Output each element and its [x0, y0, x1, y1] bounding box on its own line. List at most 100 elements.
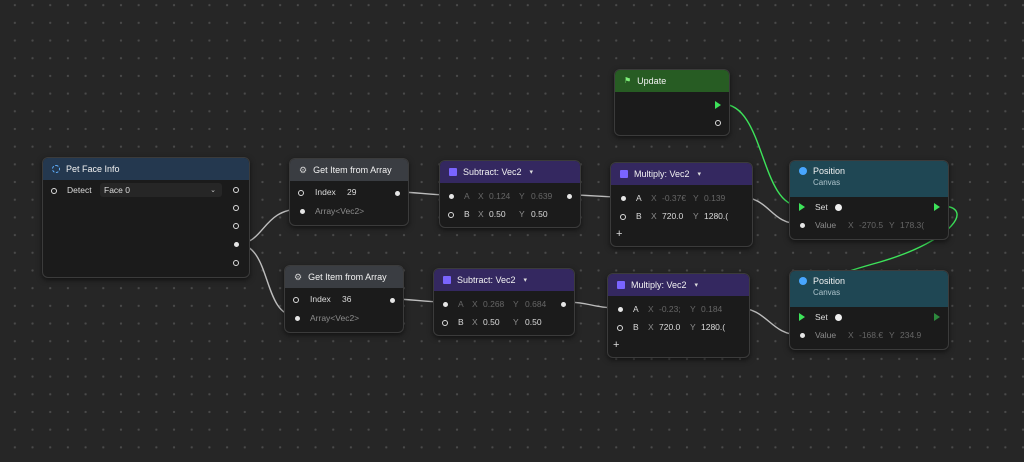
b-y-label: Y	[693, 211, 699, 221]
array-input-pin[interactable]	[300, 209, 305, 214]
b-y-value[interactable]: 0.50	[525, 317, 542, 327]
y-label: Y	[889, 220, 895, 230]
value-input-pin[interactable]	[800, 333, 805, 338]
b-y-value[interactable]: 0.50	[531, 209, 548, 219]
update-header[interactable]: ⚑ Update	[615, 70, 729, 92]
subtract-node-2[interactable]: Subtract: Vec2 ▾ A X 0.268 Y 0.684 B X 0…	[433, 268, 575, 336]
subtract-node-1[interactable]: Subtract: Vec2 ▾ A X 0.124 Y 0.639 B X 0…	[439, 160, 581, 228]
b-label: B	[458, 317, 464, 327]
a-input-pin[interactable]	[621, 196, 626, 201]
node-title: Update	[637, 76, 667, 86]
a-y-value[interactable]: 0.139	[704, 193, 726, 203]
b-x-value[interactable]: 0.50	[489, 209, 506, 219]
b-y-value[interactable]: 1280.(	[704, 211, 729, 221]
y-value[interactable]: 234.9	[900, 330, 922, 340]
b-x-value[interactable]: 0.50	[483, 317, 500, 327]
b-input-pin[interactable]	[617, 325, 623, 331]
wire-update-to-pos1	[721, 103, 801, 207]
b-input-pin[interactable]	[620, 214, 626, 220]
get-item-header[interactable]: ⚙ Get Item from Array	[290, 159, 408, 181]
subtract-header[interactable]: Subtract: Vec2 ▾	[440, 161, 580, 183]
position-node-1[interactable]: Position Canvas Set Value X -270.5 Y 178…	[789, 160, 949, 240]
index-value[interactable]: 29	[347, 187, 357, 197]
position-icon	[799, 167, 807, 175]
output-pin-4[interactable]	[234, 242, 239, 247]
item-output-pin[interactable]	[395, 191, 400, 196]
update-node[interactable]: ⚑ Update	[614, 69, 730, 136]
array-input-pin[interactable]	[295, 316, 300, 321]
result-output-pin[interactable]	[567, 194, 572, 199]
chevron-down-icon: ▾	[523, 277, 528, 284]
add-input-button[interactable]: +	[616, 228, 623, 240]
node-title: Position	[813, 166, 846, 176]
node-title: Get Item from Array	[308, 272, 387, 282]
position-header[interactable]: Position Canvas	[790, 271, 948, 307]
chevron-down-icon: ▾	[529, 169, 534, 176]
b-x-label: X	[651, 211, 657, 221]
output-pin-1[interactable]	[233, 187, 239, 193]
b-y-label: Y	[519, 209, 525, 219]
multiply-header[interactable]: Multiply: Vec2 ▾	[611, 163, 752, 185]
position-node-2[interactable]: Position Canvas Set Value X -168.€ Y 234…	[789, 270, 949, 350]
b-y-value[interactable]: 1280.(	[701, 322, 726, 332]
y-label: Y	[889, 330, 895, 340]
result-output-pin[interactable]	[561, 302, 566, 307]
set-exec-input-pin[interactable]	[799, 313, 805, 321]
exec-output-pin[interactable]	[715, 101, 721, 109]
set-exec-input-pin[interactable]	[799, 203, 805, 211]
a-x-value[interactable]: 0.268	[483, 299, 505, 309]
detect-input-pin[interactable]	[51, 188, 57, 194]
b-x-label: X	[472, 317, 478, 327]
item-output-pin[interactable]	[390, 298, 395, 303]
b-label: B	[636, 211, 642, 221]
b-x-value[interactable]: 720.0	[659, 322, 681, 332]
a-y-label: Y	[690, 304, 696, 314]
a-x-value[interactable]: -0.37€	[662, 193, 687, 203]
a-y-value[interactable]: 0.184	[701, 304, 723, 314]
a-input-pin[interactable]	[449, 194, 454, 199]
detect-dropdown[interactable]: Face 0 ⌄	[100, 183, 222, 197]
a-y-value[interactable]: 0.684	[525, 299, 547, 309]
exec-output-pin[interactable]	[934, 313, 940, 321]
position-header[interactable]: Position Canvas	[790, 161, 948, 197]
index-input-pin[interactable]	[293, 297, 299, 303]
a-x-value[interactable]: 0.124	[489, 191, 511, 201]
value-input-pin[interactable]	[800, 223, 805, 228]
output-pin-2[interactable]	[233, 205, 239, 211]
b-x-value[interactable]: 720.0	[662, 211, 684, 221]
a-y-value[interactable]: 0.639	[531, 191, 553, 201]
set-label: Set	[815, 202, 828, 212]
a-x-value[interactable]: -0.23;	[659, 304, 681, 314]
multiply-node-1[interactable]: Multiply: Vec2 ▾ A X -0.37€ Y 0.139 B X …	[610, 162, 753, 247]
subtract-header[interactable]: Subtract: Vec2 ▾	[434, 269, 574, 291]
get-item-header[interactable]: ⚙ Get Item from Array	[285, 266, 403, 288]
add-input-button[interactable]: +	[613, 339, 620, 351]
a-input-pin[interactable]	[618, 307, 623, 312]
index-input-pin[interactable]	[298, 190, 304, 196]
x-value[interactable]: -270.5	[859, 220, 884, 230]
b-input-pin[interactable]	[442, 320, 448, 326]
pet-face-info-header[interactable]: Pet Face Info	[43, 158, 249, 180]
multiply-header[interactable]: Multiply: Vec2 ▾	[608, 274, 749, 296]
x-value[interactable]: -168.€	[859, 330, 884, 340]
a-label: A	[636, 193, 642, 203]
output-pin-5[interactable]	[233, 260, 239, 266]
array-label: Array<Vec2>	[315, 206, 365, 216]
gear-icon: ⚙	[299, 164, 308, 175]
output-pin[interactable]	[715, 120, 721, 126]
exec-output-pin[interactable]	[934, 203, 940, 211]
index-value[interactable]: 36	[342, 294, 352, 304]
get-item-node-1[interactable]: ⚙ Get Item from Array Index 29 Array<Vec…	[289, 158, 409, 226]
pet-face-info-node[interactable]: Pet Face Info Detect Face 0 ⌄	[42, 157, 250, 278]
calculator-icon	[449, 168, 457, 176]
set-toggle[interactable]	[835, 314, 842, 321]
a-input-pin[interactable]	[443, 302, 448, 307]
get-item-node-2[interactable]: ⚙ Get Item from Array Index 36 Array<Vec…	[284, 265, 404, 333]
output-pin-3[interactable]	[233, 223, 239, 229]
b-input-pin[interactable]	[448, 212, 454, 218]
set-toggle[interactable]	[835, 204, 842, 211]
chevron-down-icon: ▾	[694, 282, 699, 289]
y-value[interactable]: 178.3(	[900, 220, 925, 230]
multiply-node-2[interactable]: Multiply: Vec2 ▾ A X -0.23; Y 0.184 B X …	[607, 273, 750, 358]
b-x-label: X	[478, 209, 484, 219]
